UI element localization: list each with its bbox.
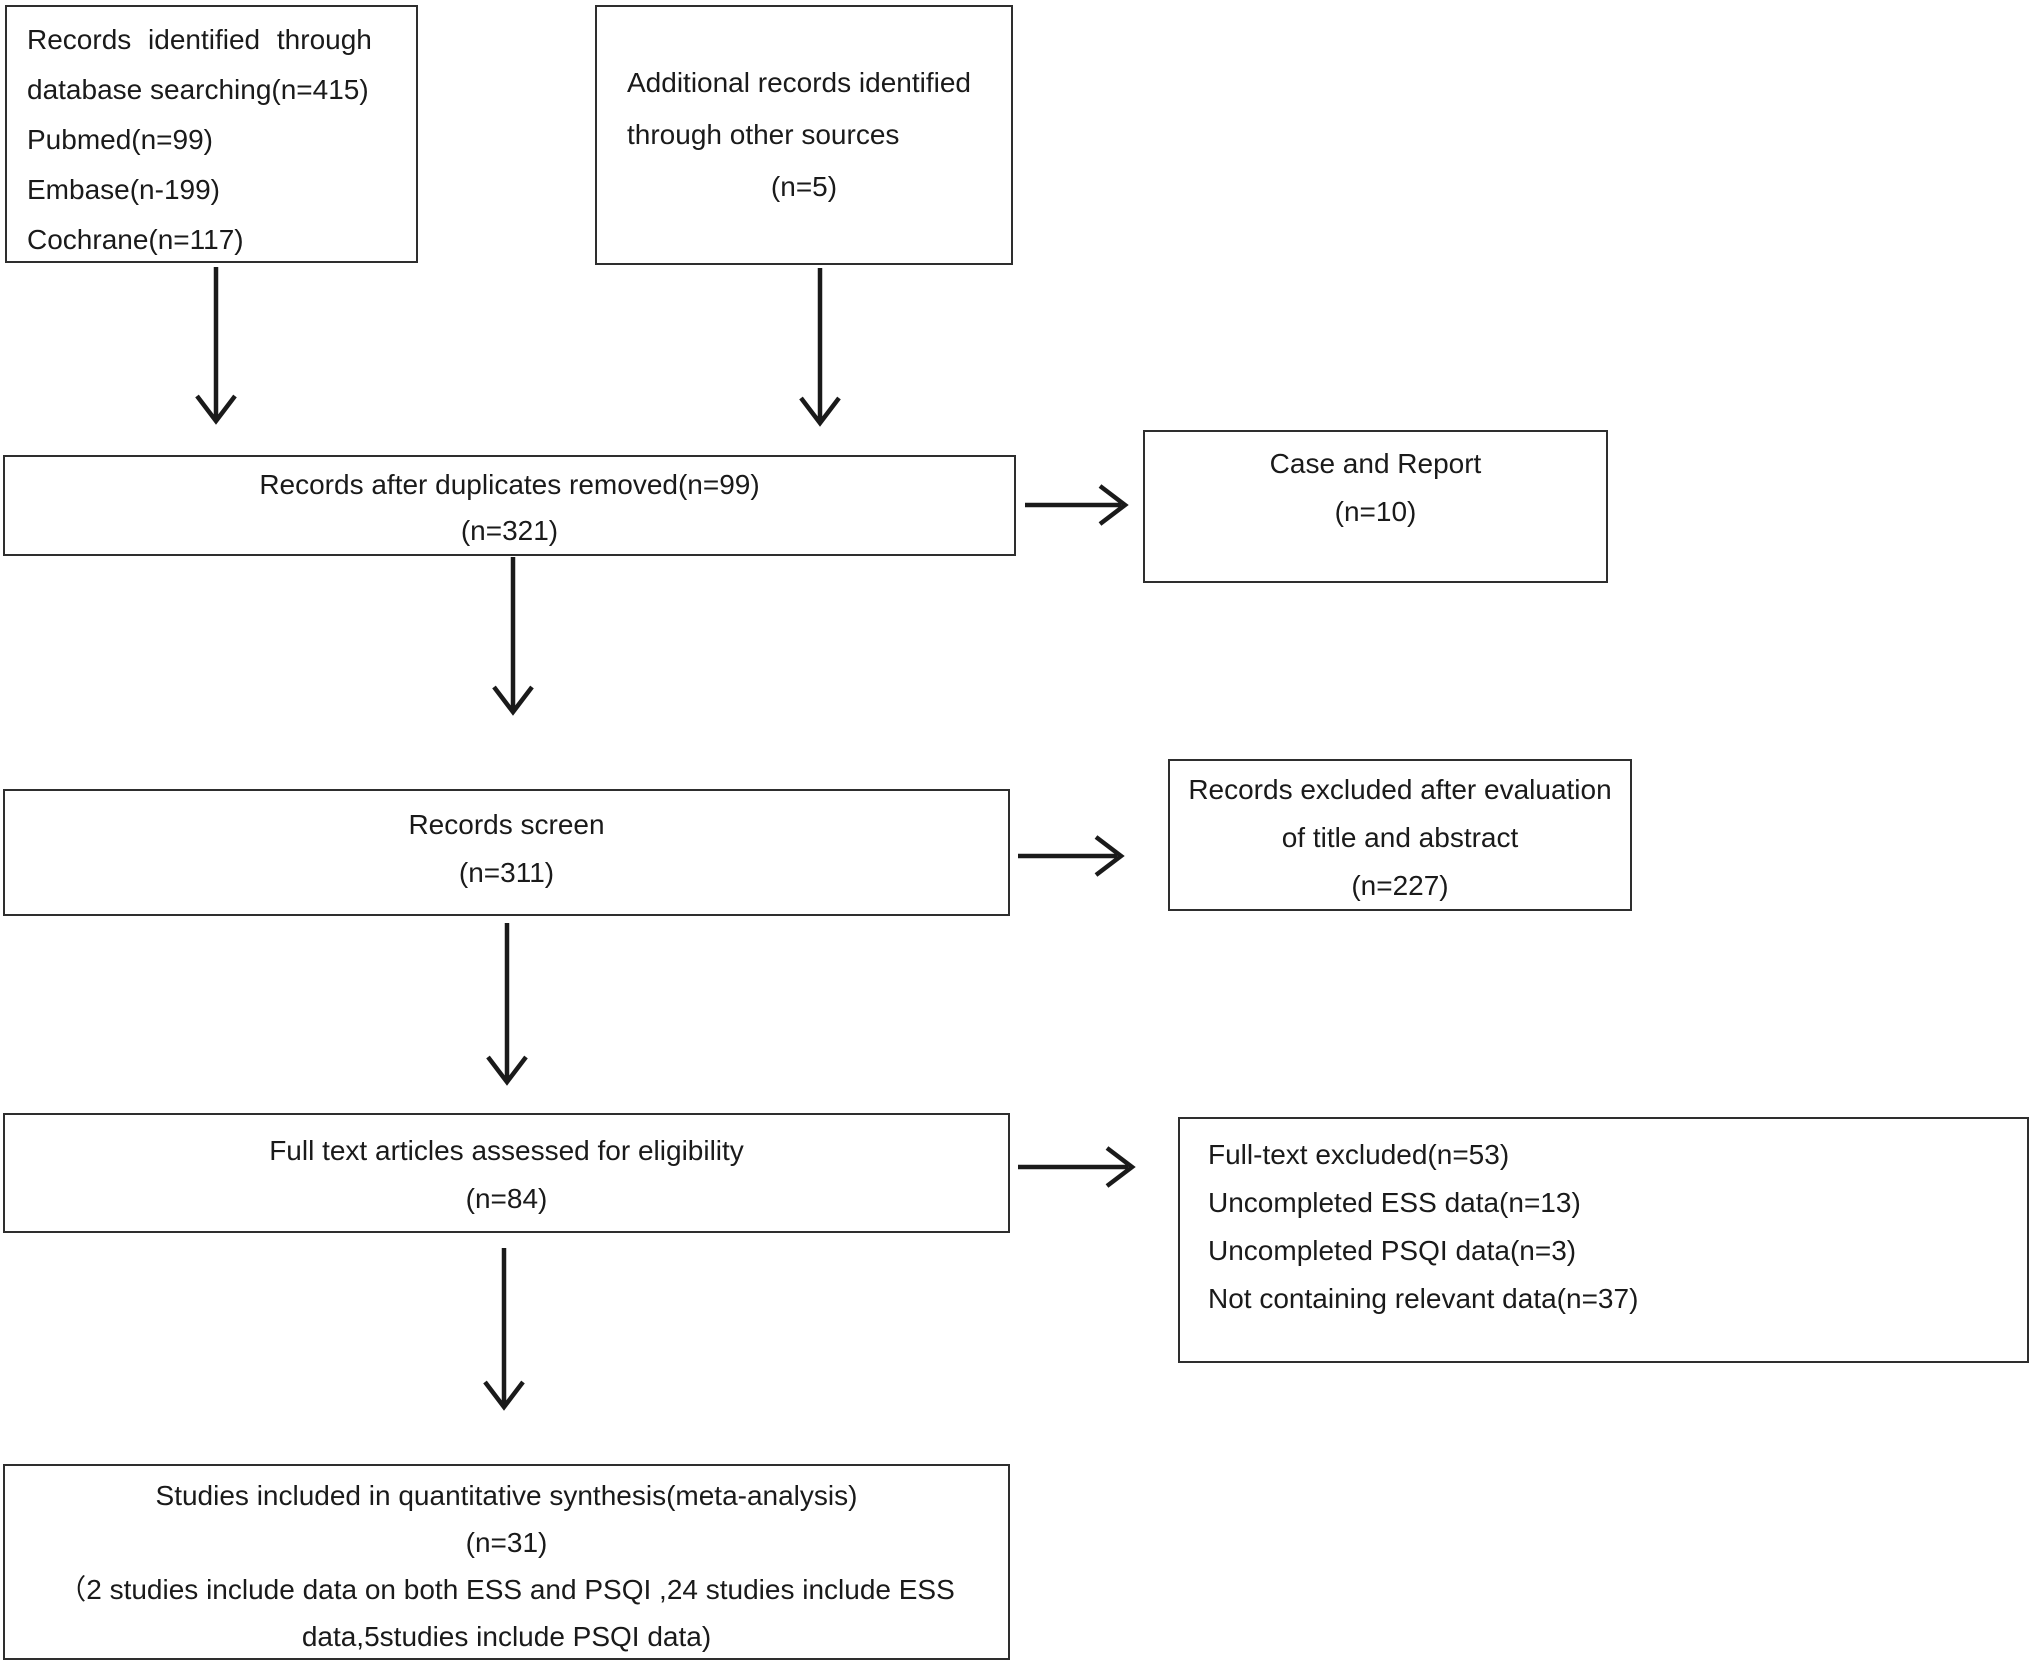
box-line: （2 studies include data on both ESS and … xyxy=(58,1574,955,1605)
box-line: (n=31) xyxy=(465,1527,548,1558)
box-records-identified: Records identified through database sear… xyxy=(5,5,418,263)
box-line: Full-text excluded(n=53) xyxy=(1208,1139,1510,1170)
box-line: database searching(n=415) xyxy=(27,74,369,105)
box-line: (n=5) xyxy=(770,171,838,202)
box-line: (n=311) xyxy=(458,857,555,888)
box-line: (n=227) xyxy=(1351,870,1449,901)
box-additional-records: Additional records identified through ot… xyxy=(595,5,1013,265)
box-line: (n=84) xyxy=(465,1183,548,1214)
box-line: Not containing relevant data(n=37) xyxy=(1208,1283,1639,1314)
box-line: Case and Report xyxy=(1269,448,1482,479)
box-line: Embase(n-199) xyxy=(27,174,220,205)
arrow-screen-to-fulltext xyxy=(486,923,528,1086)
box-line: Records screen xyxy=(408,809,605,840)
box-line: Pubmed(n=99) xyxy=(27,124,214,155)
box-line: Records excluded after evaluation xyxy=(1188,774,1612,805)
box-fulltext-excluded: Full-text excluded(n=53) Uncompleted ESS… xyxy=(1178,1117,2029,1363)
box-studies-included: Studies included in quantitative synthes… xyxy=(3,1464,1010,1660)
box-line: Studies included in quantitative synthes… xyxy=(155,1480,858,1511)
box-line: data,5studies include PSQI data) xyxy=(301,1621,712,1652)
box-line: Records after duplicates removed(n=99) xyxy=(259,469,760,500)
arrow-duplicates-to-screen xyxy=(492,557,534,716)
box-line: through other sources xyxy=(627,119,900,150)
box-line: Uncompleted PSQI data(n=3) xyxy=(1208,1235,1577,1266)
arrow-fulltext-to-fulltext-excluded xyxy=(1018,1146,1136,1188)
box-duplicates-removed: Records after duplicates removed(n=99) (… xyxy=(3,455,1016,556)
arrow-other-sources-to-duplicates xyxy=(799,268,841,427)
box-line: (n=10) xyxy=(1334,496,1417,527)
box-line: Uncompleted ESS data(n=13) xyxy=(1208,1187,1581,1218)
box-records-screen: Records screen (n=311) xyxy=(3,789,1010,916)
arrow-fulltext-to-included xyxy=(483,1248,525,1411)
box-line: Additional records identified xyxy=(627,67,971,98)
box-line: Cochrane(n=117) xyxy=(27,224,244,255)
box-line: (n=321) xyxy=(460,515,559,546)
arrow-duplicates-to-case-report xyxy=(1025,484,1129,526)
box-line: Records identified through xyxy=(27,24,372,55)
box-line: of title and abstract xyxy=(1281,822,1519,853)
arrow-screen-to-excluded xyxy=(1018,835,1125,877)
box-records-excluded: Records excluded after evaluation of tit… xyxy=(1168,759,1632,911)
box-case-report: Case and Report (n=10) xyxy=(1143,430,1608,583)
box-line: Full text articles assessed for eligibil… xyxy=(269,1135,744,1166)
arrow-identification-to-duplicates xyxy=(195,267,237,425)
box-fulltext-assessed: Full text articles assessed for eligibil… xyxy=(3,1113,1010,1233)
